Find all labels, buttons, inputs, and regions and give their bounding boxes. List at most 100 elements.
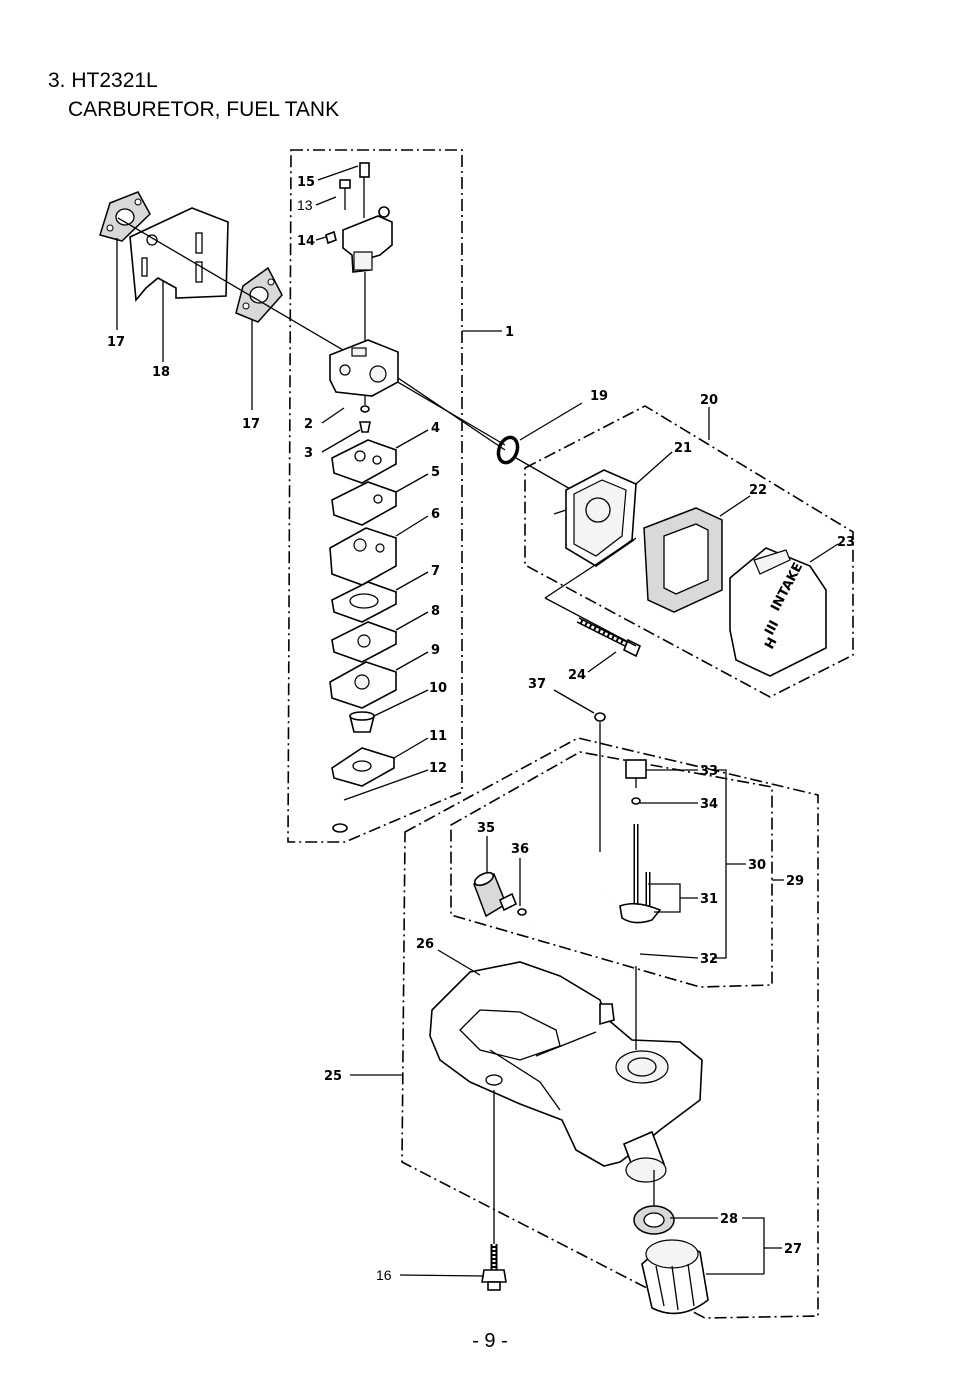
callout-16: 16 — [376, 1267, 392, 1283]
screw-12 — [332, 790, 348, 833]
callout-8: 8 — [431, 604, 440, 619]
retainer-11 — [331, 747, 395, 787]
callout-9: 9 — [431, 643, 440, 658]
callout-14: 14 — [297, 234, 315, 249]
leader-5 — [395, 473, 429, 493]
page-header: 3. HT2321L CARBURETOR, FUEL TANK — [48, 66, 339, 124]
leader-4 — [395, 429, 429, 449]
leader-7 — [395, 571, 429, 591]
callout-2: 2 — [304, 417, 313, 432]
leader-24 — [587, 651, 617, 673]
callout-24: 24 — [568, 668, 586, 683]
section-title: CARBURETOR, FUEL TANK — [68, 98, 340, 121]
leader-37 — [553, 689, 595, 714]
pump-body-6-port — [353, 538, 367, 552]
callout-32: 32 — [700, 952, 718, 967]
callout-35: 35 — [477, 821, 495, 836]
gasket-4-hole — [354, 450, 366, 462]
callout-30: 30 — [748, 858, 766, 873]
leader-9 — [395, 651, 429, 671]
callout-13: 13 — [297, 197, 313, 213]
insulator-gasket-right — [235, 266, 283, 323]
air-cleaner-cover-23: INTAKE III H — [729, 547, 827, 677]
clip-36 — [517, 908, 527, 916]
leader-6 — [395, 515, 429, 537]
axis-bolt — [544, 537, 637, 599]
o-ring-19 — [496, 435, 520, 465]
callout-10: 10 — [429, 681, 447, 696]
callout-12: 12 — [429, 761, 447, 776]
cap-gasket-28 — [633, 1205, 675, 1235]
cover-9-boss — [354, 674, 370, 690]
grommet-37 — [594, 712, 606, 722]
fuel-filter-35 — [473, 871, 518, 918]
callout-21: 21 — [674, 441, 692, 456]
diaphragm-5 — [331, 481, 397, 526]
leader-26 — [437, 949, 481, 976]
pump-body-6 — [329, 527, 397, 586]
fuel-line-group-outline — [450, 751, 773, 988]
leader-3 — [321, 429, 361, 453]
carburetor-group-outline — [287, 149, 463, 843]
diaphragm-8-center — [357, 634, 371, 648]
callout-4: 4 — [431, 421, 440, 436]
fuel-tank-group-outline — [401, 737, 819, 1319]
callout-5: 5 — [431, 465, 440, 480]
fuel-cap-27 — [641, 1239, 709, 1315]
callout-15: 15 — [297, 175, 315, 190]
gasket-4 — [331, 439, 397, 484]
leader-10 — [373, 689, 429, 717]
leader-32 — [639, 953, 699, 959]
fuel-tank-26 — [429, 961, 703, 1183]
pump-body-6-port — [375, 543, 385, 553]
callout-29: 29 — [786, 874, 804, 889]
callout-18: 18 — [152, 365, 170, 380]
leader-19 — [519, 402, 583, 441]
callout-37: 37 — [528, 677, 546, 692]
callout-23: 23 — [837, 535, 855, 550]
callout-6: 6 — [431, 507, 440, 522]
bracket-27 — [742, 1217, 765, 1274]
insulator-gasket-left — [99, 191, 151, 242]
diaphragm-5-hole — [373, 494, 383, 504]
axis-carb-to-cleaner — [397, 377, 506, 451]
screw-16 — [481, 1244, 507, 1291]
cover-mark-1: III — [762, 618, 782, 638]
model-title: 3. HT2321L — [48, 69, 158, 92]
fuel-cap-valve-33 — [625, 759, 647, 788]
leader-11 — [393, 737, 429, 759]
leader-21 — [635, 451, 673, 485]
callout-28: 28 — [720, 1212, 738, 1227]
callout-26: 26 — [416, 937, 434, 952]
leader-2 — [321, 407, 345, 424]
callout-36: 36 — [511, 842, 529, 857]
leader-23 — [809, 543, 839, 563]
axis-oring-to-base — [515, 457, 573, 491]
callout-31: 31 — [700, 892, 718, 907]
callout-17-left: 17 — [107, 335, 125, 350]
callout-11: 11 — [429, 729, 447, 744]
leader-14 — [315, 236, 327, 241]
clip-34 — [631, 797, 641, 805]
air-cleaner-base-21 — [553, 469, 637, 567]
axis-seg — [544, 597, 637, 647]
leader-13 — [315, 196, 337, 206]
part-2-washer — [360, 405, 370, 413]
callout-7: 7 — [431, 564, 440, 579]
air-filter-element-22 — [643, 507, 723, 613]
leader-16 — [399, 1274, 485, 1277]
leader-15 — [317, 165, 359, 181]
carburetor-body — [329, 339, 399, 397]
fuel-tubes-31 — [529, 824, 662, 949]
callout-34: 34 — [700, 797, 718, 812]
callout-22: 22 — [749, 483, 767, 498]
leader-22 — [719, 495, 751, 517]
throttle-shaft-assembly — [325, 162, 393, 273]
callout-17-right: 17 — [242, 417, 260, 432]
bolt-24 — [576, 617, 642, 658]
gasket-7-center — [349, 593, 379, 609]
gasket-7 — [331, 581, 397, 623]
callout-1: 1 — [505, 325, 514, 340]
leader-12 — [343, 769, 429, 801]
